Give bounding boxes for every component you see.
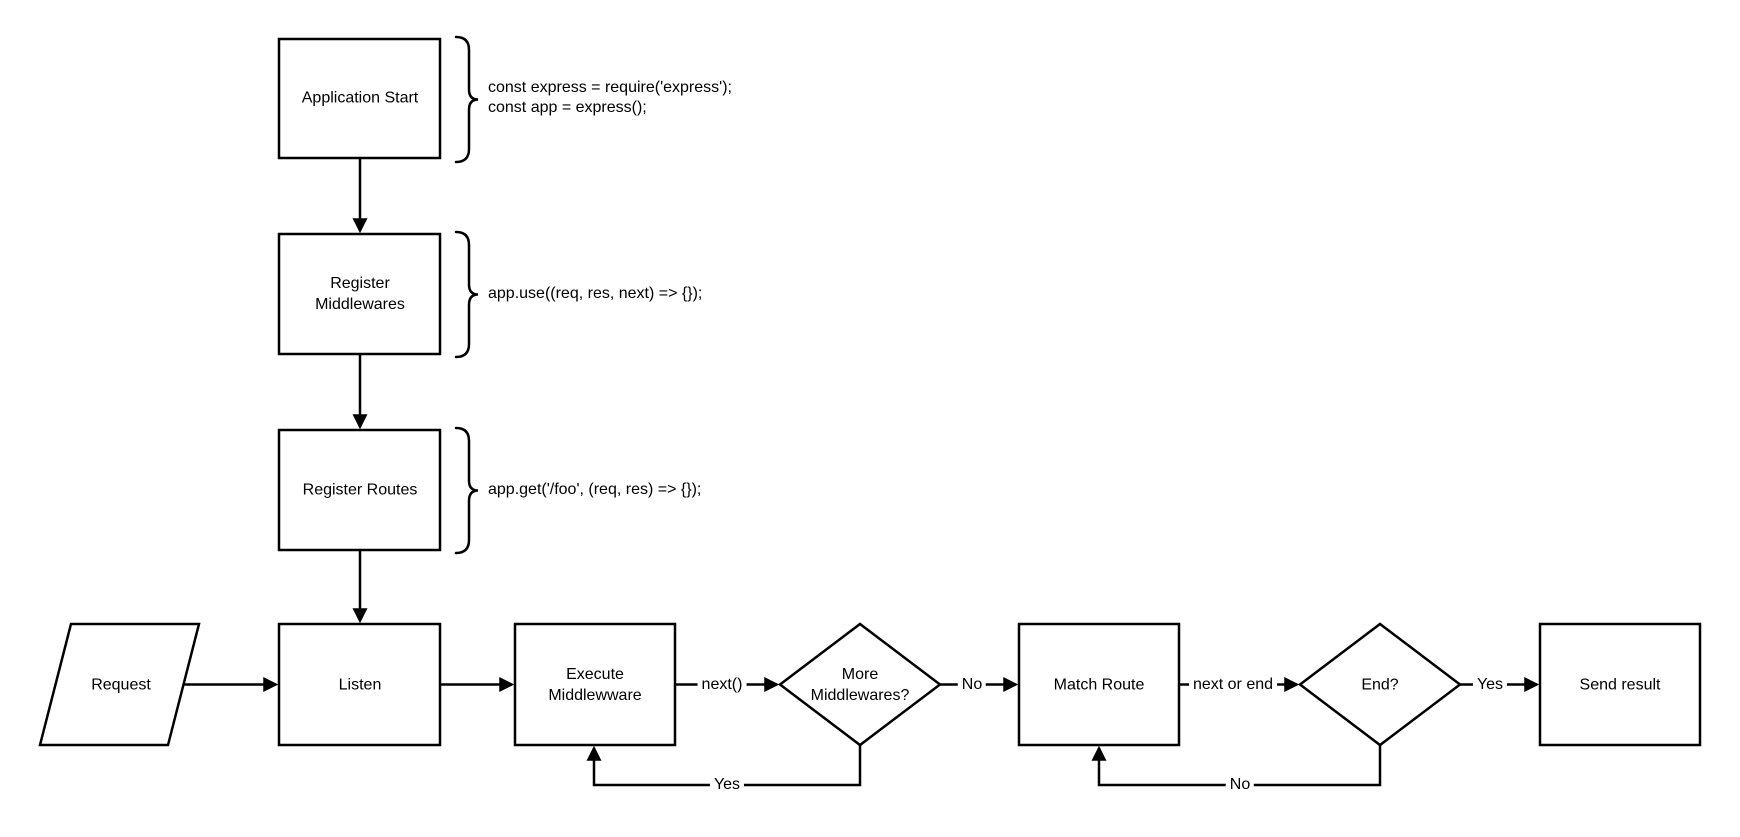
node-label-application-start: Application Start (301, 89, 419, 107)
node-label-send-result: Send result (1579, 676, 1661, 694)
node-listen (277, 622, 442, 747)
node-register-routes (277, 428, 442, 552)
edge-label-loop-no: No (1225, 776, 1255, 794)
node-register-middlewares (277, 232, 442, 356)
node-send-result (1538, 622, 1702, 747)
brace-application-start (454, 35, 479, 164)
edge-label-no: No (957, 676, 987, 694)
node-label-execute-middleware: Execute Middlewware (548, 666, 642, 704)
code-annotation-register-middlewares: app.use((req, res, next) => {}); (488, 285, 703, 302)
node-execute-middleware (513, 622, 677, 747)
node-label-match-route: Match Route (1053, 676, 1145, 694)
node-application-start (277, 37, 442, 160)
brace-register-routes (454, 426, 479, 555)
code-annotation-application-start: const express = require('express'); cons… (488, 79, 732, 116)
node-label-listen: Listen (338, 676, 382, 694)
node-label-register-routes: Register Routes (302, 481, 418, 499)
node-label-register-middlewares: Register Middlewares (315, 275, 405, 313)
node-label-request: Request (91, 676, 151, 694)
code-annotation-register-routes: app.get('/foo', (req, res) => {}); (488, 481, 702, 498)
edge-label-next-or-end: next or end (1188, 676, 1278, 694)
node-label-more-middlewares: More Middlewares? (810, 666, 910, 704)
edge-label-next-call: next() (697, 676, 747, 694)
edge-label-loop-yes: Yes (709, 776, 745, 794)
node-label-end: End? (1361, 676, 1399, 694)
node-request-parallelogram (38, 622, 201, 747)
brace-register-middlewares (454, 230, 479, 359)
edge-label-yes: Yes (1472, 676, 1508, 694)
